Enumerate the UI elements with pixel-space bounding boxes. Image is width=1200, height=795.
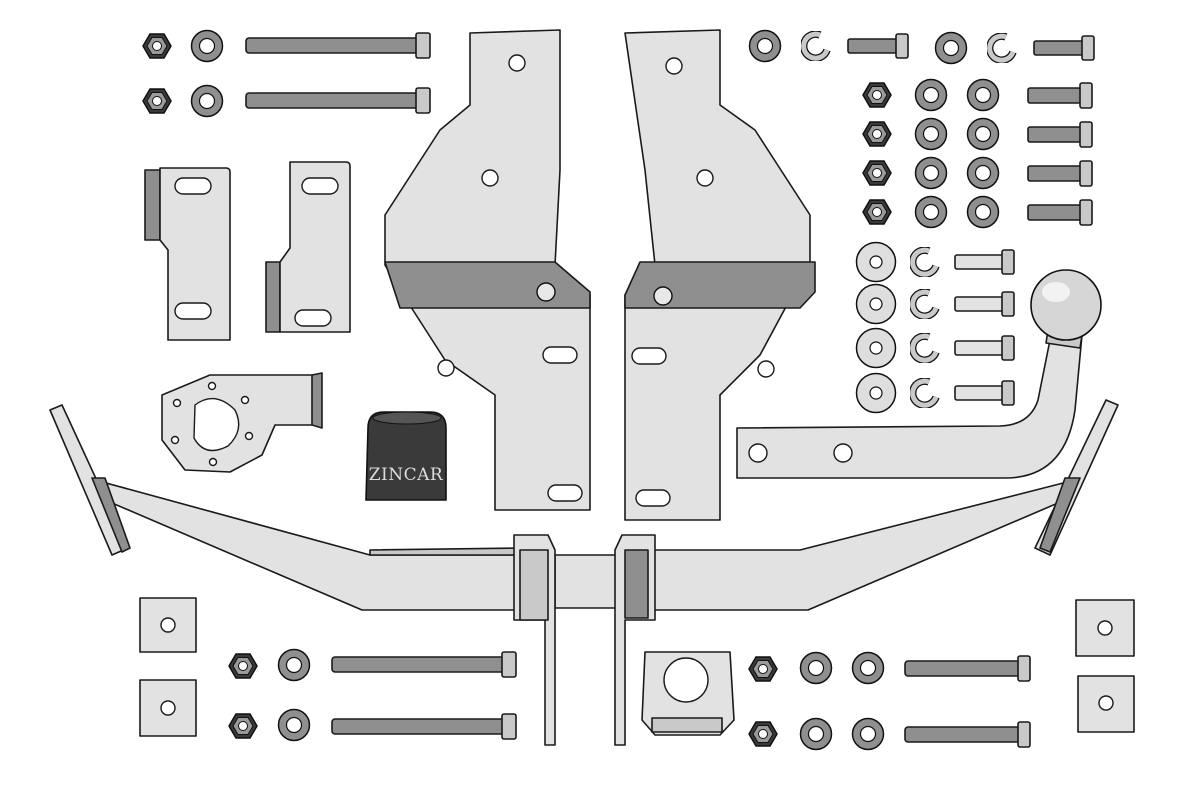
flat-washer: [277, 708, 311, 742]
hex-bolt: [904, 721, 1031, 748]
square-plate: [139, 597, 197, 653]
cross-beam: [49, 399, 1119, 746]
hex-bolt: [904, 655, 1031, 682]
row-1: [855, 241, 1015, 283]
hex-bolt: [954, 340, 1008, 356]
side-bracket-left: [144, 167, 231, 341]
flat-washer: [190, 29, 224, 63]
hex-bolt: [1033, 35, 1095, 61]
flat-washer: [966, 195, 1000, 229]
flat-washer: [748, 29, 782, 63]
hex-nut: [142, 88, 172, 114]
mounting-plate-left: [384, 29, 591, 511]
square-plate: [1077, 675, 1135, 733]
side-bracket-right: [265, 161, 351, 333]
hex-bolt: [1027, 126, 1085, 143]
square-plates: [139, 597, 1135, 737]
flat-washer: [799, 717, 833, 751]
hex-nut: [748, 656, 778, 682]
flat-washer: [851, 717, 885, 751]
fastener-group-bottom-right: [748, 651, 1031, 751]
hex-nut: [862, 82, 892, 108]
hex-bolt: [245, 32, 431, 59]
hex-bolt: [954, 296, 1008, 312]
hex-nut: [228, 653, 258, 679]
row-3: [855, 327, 1015, 369]
flat-washer: [914, 195, 948, 229]
hex-nut: [862, 199, 892, 225]
mounting-plate-right: [624, 29, 816, 521]
hex-bolt: [954, 254, 1008, 270]
flat-washer: [855, 327, 897, 369]
fastener-group-top-left: [142, 29, 431, 118]
flat-washer: [966, 156, 1000, 190]
hex-nut: [862, 160, 892, 186]
brand-label: ZINCAR: [369, 465, 444, 485]
flat-washer: [277, 648, 311, 682]
socket-plate: [161, 372, 323, 473]
flat-washer: [855, 283, 897, 325]
row-1: [862, 78, 1093, 112]
fastener-grid-right: [862, 78, 1093, 229]
fastener-grid-small: [855, 241, 1015, 414]
flat-washer: [855, 241, 897, 283]
hex-nut: [228, 713, 258, 739]
flat-washer: [914, 78, 948, 112]
flat-washer: [799, 651, 833, 685]
spring-washer: [913, 250, 936, 274]
tow-ball-neck: [736, 269, 1102, 479]
row-4: [855, 372, 1015, 414]
square-plate: [139, 679, 197, 737]
fastener-group-bottom-left: [228, 648, 517, 742]
hex-bolt: [847, 33, 909, 59]
hex-bolt: [1027, 165, 1085, 182]
hex-bolt: [1027, 87, 1085, 104]
flat-washer: [914, 117, 948, 151]
hex-nut: [748, 721, 778, 747]
row-2: [862, 117, 1093, 151]
row-4: [862, 195, 1093, 229]
spring-washer: [913, 381, 936, 405]
dust-cap: ZINCAR: [365, 411, 447, 501]
hex-bolt: [954, 385, 1008, 401]
row-2: [855, 283, 1015, 325]
hex-nut: [862, 121, 892, 147]
spring-washer: [913, 292, 936, 316]
flat-washer: [966, 78, 1000, 112]
spring-washer: [990, 36, 1013, 60]
flat-washer: [855, 372, 897, 414]
flat-washer: [190, 84, 224, 118]
hex-bolt: [331, 713, 517, 740]
hex-bolt: [245, 87, 431, 114]
hex-nut: [142, 33, 172, 59]
hex-bolt: [1027, 204, 1085, 221]
hex-bolt: [331, 651, 517, 678]
square-plate: [1075, 599, 1135, 657]
flat-washer: [934, 31, 968, 65]
spring-washer: [804, 34, 827, 58]
spring-washer: [913, 336, 936, 360]
fastener-group-top-right: [748, 29, 1095, 65]
row-3: [862, 156, 1093, 190]
flat-washer: [851, 651, 885, 685]
flat-washer: [914, 156, 948, 190]
u-clamp: [641, 651, 735, 736]
flat-washer: [966, 117, 1000, 151]
